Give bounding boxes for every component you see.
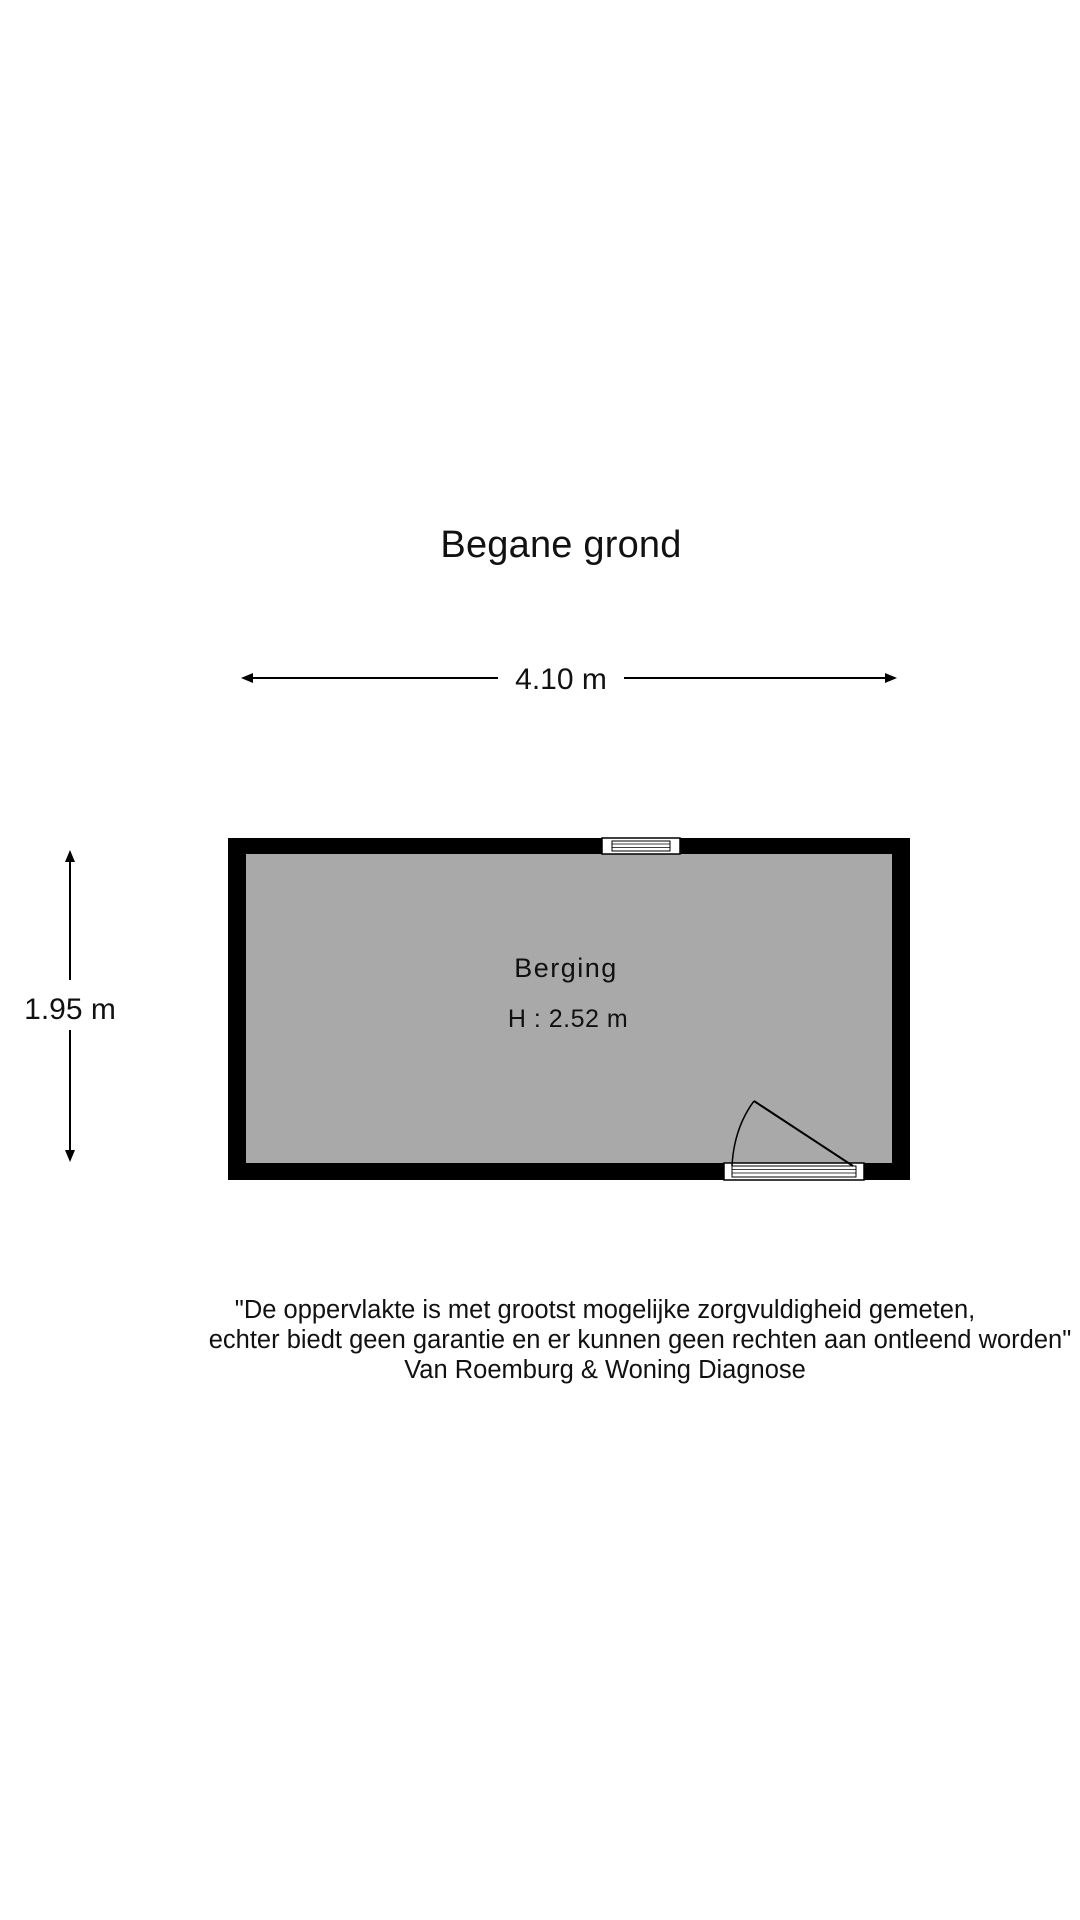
height-dimension: 1.95 m [24, 850, 116, 1162]
height-dimension-label: 1.95 m [24, 993, 116, 1026]
disclaimer-line-1: "De oppervlakte is met grootst mogelijke… [234, 1296, 976, 1324]
room-name: Berging [514, 953, 618, 983]
width-dimension-label: 4.10 m [515, 663, 607, 696]
door-leaf [753, 1100, 854, 1167]
disclaimer-line-3: Van Roemburg & Woning Diagnose [404, 1356, 806, 1384]
door-bottom [723, 1100, 865, 1181]
window-top [601, 837, 681, 855]
floor-title: Begane grond [440, 524, 682, 566]
room-floor [246, 854, 892, 1163]
door-swing-arc [731, 1100, 755, 1167]
room-berging: Berging H : 2.52 m [228, 837, 910, 1181]
disclaimer: "De oppervlakte is met grootst mogelijke… [0, 1295, 1080, 1385]
width-dimension: 4.10 m [241, 663, 897, 696]
room-height: H : 2.52 m [508, 1005, 628, 1033]
disclaimer-line-2: echter biedt geen garantie en er kunnen … [208, 1326, 1072, 1354]
